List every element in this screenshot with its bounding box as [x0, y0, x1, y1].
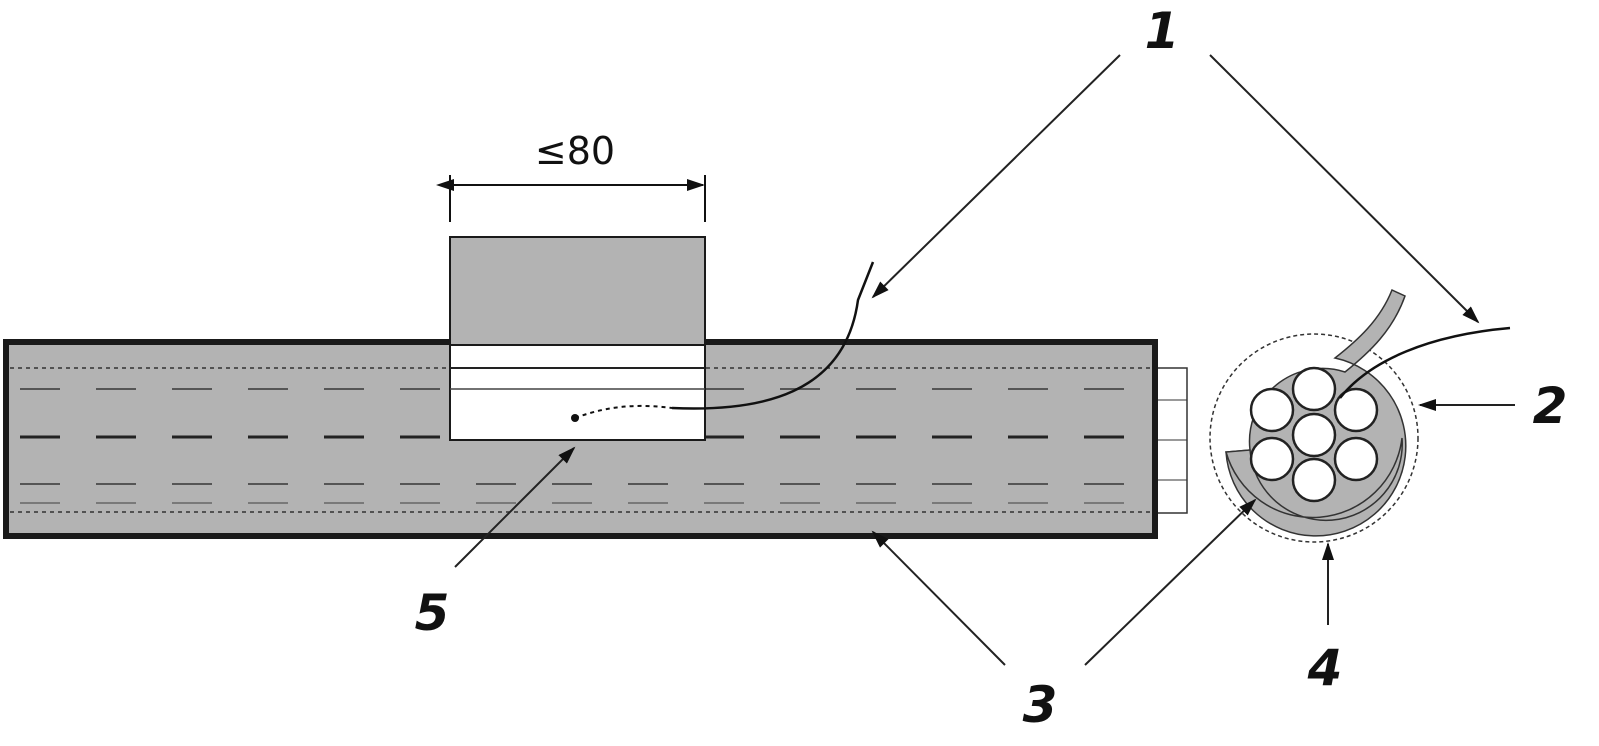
cable-cross-section	[1209, 288, 1511, 543]
callout-4: 4	[1307, 639, 1343, 697]
callout-2: 2	[1533, 377, 1568, 435]
dimension-line: ≤80	[436, 129, 706, 222]
tape-end-curve	[571, 261, 875, 422]
cable-end-extension	[1154, 367, 1188, 514]
leader-lines	[454, 54, 1515, 666]
callout-1: 1	[1145, 2, 1180, 60]
dimension-label: ≤80	[535, 129, 615, 173]
wrap-window	[449, 236, 706, 441]
callout-5: 5	[415, 584, 450, 642]
wire-conductors	[1249, 366, 1379, 503]
callout-3: 3	[1023, 676, 1058, 734]
